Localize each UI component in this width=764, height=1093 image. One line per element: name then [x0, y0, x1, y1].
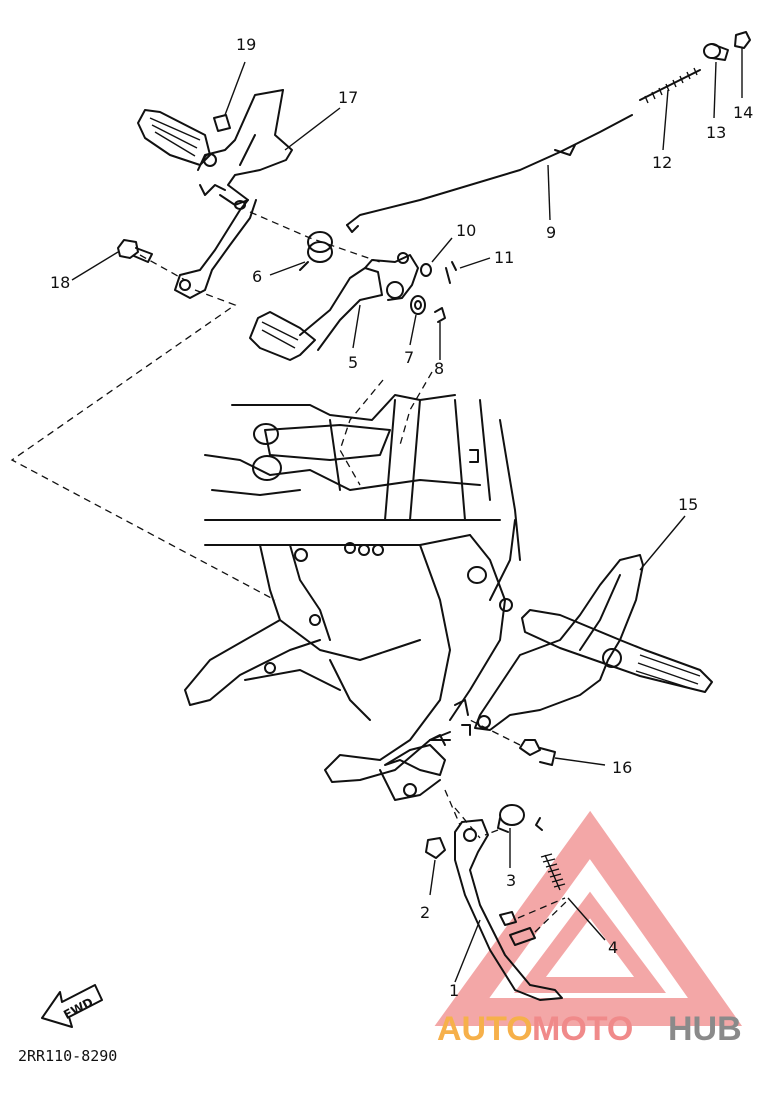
callout-3: 3 [506, 871, 516, 890]
bolt-3 [497, 804, 525, 833]
nut-10 [420, 263, 432, 277]
callout-13: 13 [706, 123, 726, 142]
callout-labels: 19 17 18 6 5 7 8 10 11 9 12 13 14 15 16 … [50, 35, 753, 1000]
callout-12: 12 [652, 153, 672, 172]
clip-8 [434, 307, 446, 323]
watermark-auto: AUTO [437, 1010, 533, 1048]
watermark-hub: HUB [668, 1010, 742, 1048]
brake-pedal [249, 252, 419, 361]
sidestand-1 [454, 819, 563, 1001]
joint-13 [703, 43, 729, 61]
assembly-lines [10, 211, 569, 933]
diagram-code: 2RR110-8290 [18, 1047, 118, 1065]
nut-2 [425, 837, 446, 859]
brake-rod-9 [346, 114, 633, 233]
pin-11 [445, 261, 457, 284]
callout-18: 18 [50, 273, 70, 292]
callout-5: 5 [348, 353, 358, 372]
callout-17: 17 [338, 88, 358, 107]
right-footpeg [521, 609, 713, 693]
callout-8: 8 [434, 359, 444, 378]
leader-lines [71, 48, 743, 983]
frame-outline [184, 394, 521, 801]
bolt-16 [519, 739, 556, 766]
watermark-logo-mark [434, 810, 743, 1026]
callout-16: 16 [612, 758, 632, 777]
callout-11: 11 [494, 248, 514, 267]
callout-2: 2 [420, 903, 430, 922]
watermark-text: AUTO MOTO HUB [437, 1010, 742, 1048]
left-footpeg [137, 109, 211, 166]
callout-14: 14 [733, 103, 753, 122]
left-footrest-bracket [174, 89, 293, 299]
callout-1: 1 [449, 981, 459, 1000]
callout-9: 9 [546, 223, 556, 242]
spring-12 [639, 67, 701, 104]
stud-bolt [429, 731, 451, 741]
washer-7 [410, 295, 426, 315]
callout-6: 6 [252, 267, 262, 286]
fwd-arrow-icon: FWD [41, 984, 103, 1028]
bolt-18 [117, 239, 153, 263]
callout-10: 10 [456, 221, 476, 240]
callout-19: 19 [236, 35, 256, 54]
callout-7: 7 [404, 348, 414, 367]
nut-14 [734, 31, 751, 49]
spring-4 [499, 817, 566, 946]
brake-spring-6 [299, 231, 333, 271]
bolt-19 [213, 114, 231, 132]
callout-4: 4 [608, 938, 618, 957]
callout-15: 15 [678, 495, 698, 514]
watermark-moto: MOTO [532, 1010, 633, 1048]
